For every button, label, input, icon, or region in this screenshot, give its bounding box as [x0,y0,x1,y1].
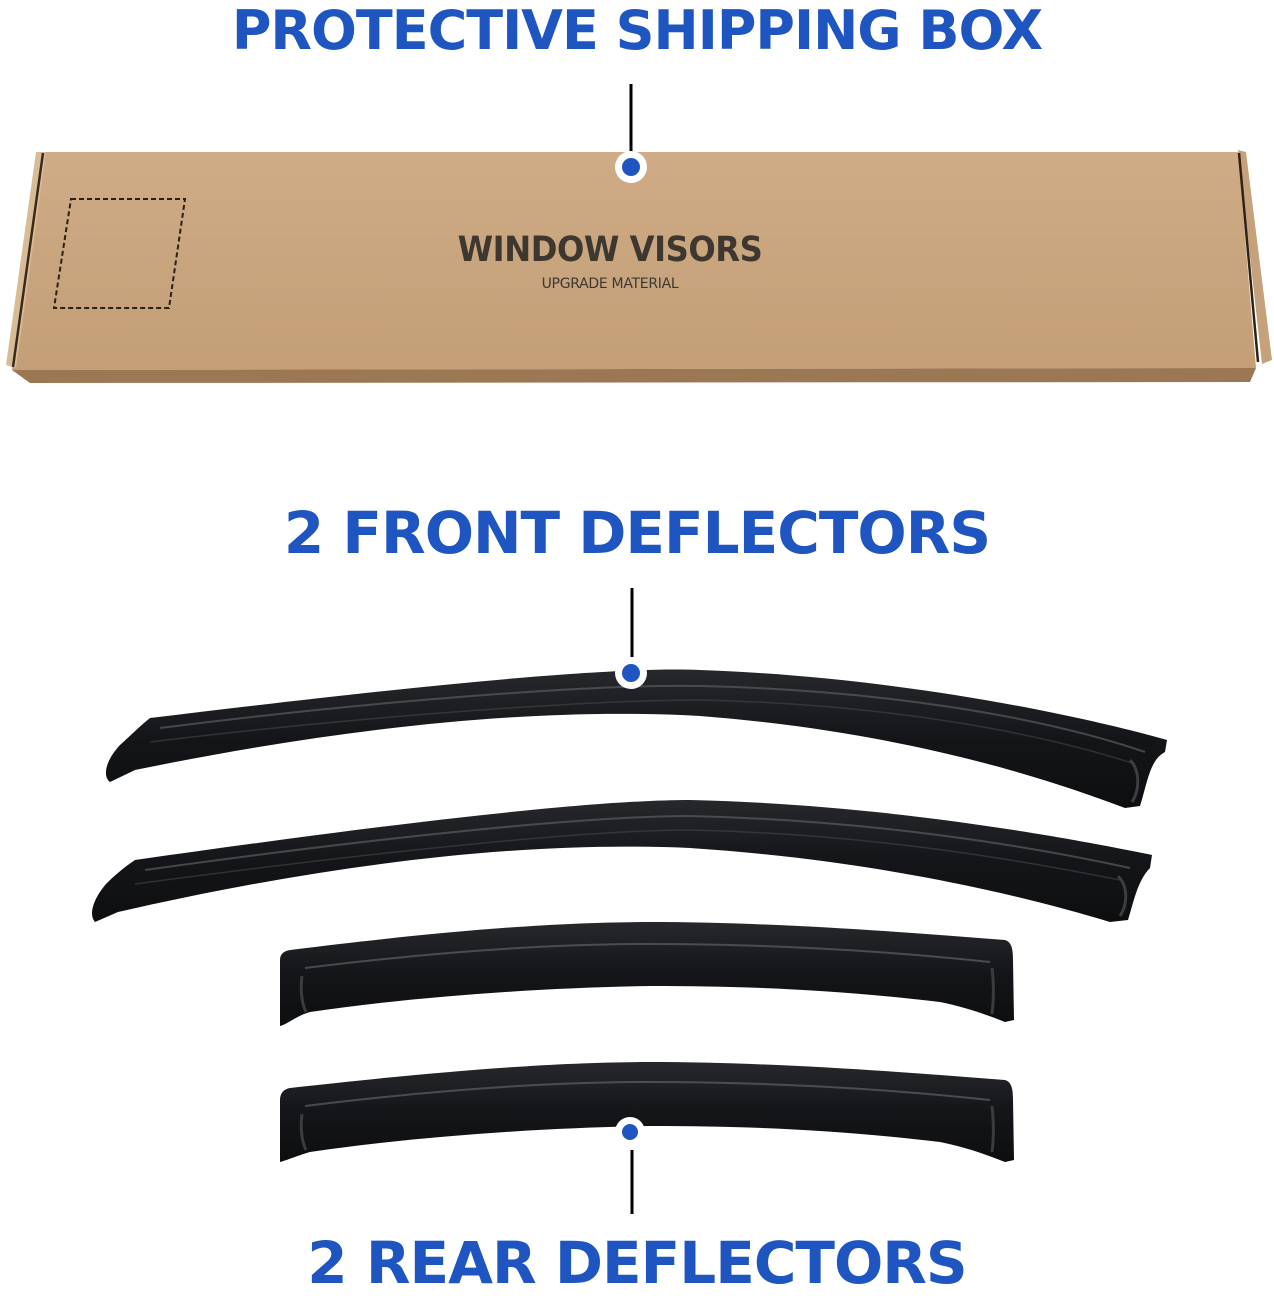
rear-deflector-2 [280,1062,1014,1162]
title-protective-shipping-box: PROTECTIVE SHIPPING BOX [231,0,1043,62]
title-front-deflectors: 2 FRONT DEFLECTORS [283,499,991,567]
rear-deflector-1 [280,922,1014,1026]
box-sub-text: UPGRADE MATERIAL [541,276,679,292]
front-deflector-1 [105,669,1168,808]
front-deflector-2 [92,800,1152,922]
shipping-box [6,150,1272,383]
box-right-flap [1238,150,1272,364]
box-top-face [12,152,1256,370]
callout-dot-icon [622,664,640,682]
callout-dot-icon [622,158,640,176]
box-label-area [52,198,187,309]
box-brand-text: WINDOW VISORS [457,230,763,270]
title-rear-deflectors: 2 REAR DEFLECTORS [307,1229,967,1297]
box-front-edge [12,368,1256,383]
callout-dot-icon [622,1124,638,1140]
